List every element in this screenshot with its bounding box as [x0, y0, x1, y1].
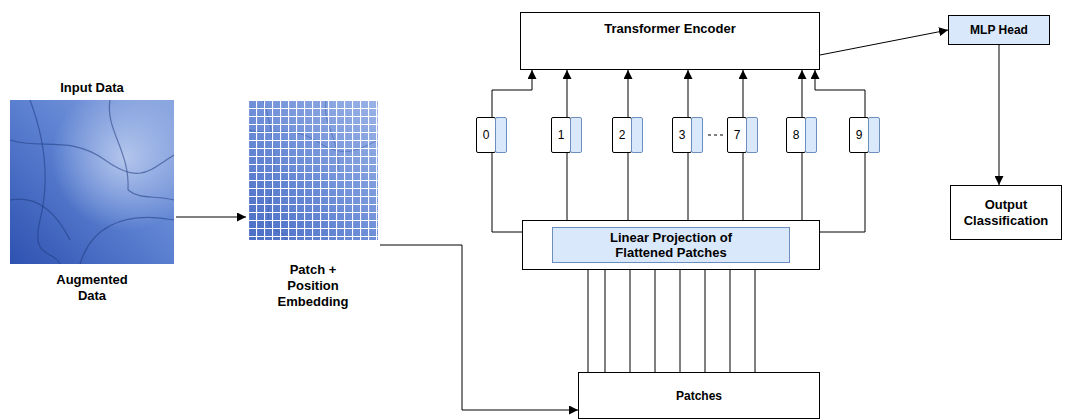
node-label: MLP Head [970, 22, 1028, 38]
image-highlight [10, 100, 174, 264]
connector-arrow [688, 70, 689, 117]
connector-arrow [567, 70, 568, 117]
embedding-bar [691, 117, 703, 153]
token-index: 0 [476, 117, 496, 153]
connector-arrow [999, 45, 1000, 185]
token-embedding: 0 [476, 117, 508, 153]
token-index: 9 [849, 117, 869, 153]
grid-texture [248, 100, 378, 240]
patch-grid-panel: Patch + Position Embedding [246, 100, 380, 310]
connector-line [802, 153, 803, 220]
node-label: Linear Projection of Flattened Patches [552, 227, 790, 263]
embedding-bar [805, 117, 817, 153]
token-embedding: 8 [786, 117, 818, 153]
grid-lines [248, 100, 378, 240]
token-embedding: 2 [612, 117, 644, 153]
token-index: 3 [672, 117, 692, 153]
connector-arrow [176, 217, 246, 218]
encoder-box: Transformer Encoder [520, 12, 820, 70]
token-index: 8 [786, 117, 806, 153]
node-label: Input Data [8, 80, 176, 96]
embedding-bar [631, 117, 643, 153]
connector-arrow [492, 70, 532, 117]
connector-line [628, 153, 629, 220]
node-label: Transformer Encoder [604, 21, 736, 37]
connector-arrow [802, 70, 803, 117]
patch-feed-lines [605, 270, 755, 372]
input-image-panel: Input DataAugmented Data [8, 80, 176, 304]
token-index: 1 [551, 117, 571, 153]
connector-line [688, 153, 689, 220]
embedding-bar [495, 117, 507, 153]
connector-arrow [743, 70, 744, 117]
token-embedding: 1 [551, 117, 583, 153]
node-label: Augmented Data [47, 272, 137, 304]
connector-line [743, 153, 744, 220]
connector-arrow [628, 70, 629, 117]
grid-ground [248, 100, 378, 240]
token-embedding: 3 [672, 117, 704, 153]
token-index: 2 [612, 117, 632, 153]
token-embedding: 7 [727, 117, 759, 153]
connector-line [588, 270, 589, 372]
node-label: Patch + Position Embedding [268, 262, 358, 310]
token-index: 7 [727, 117, 747, 153]
patches-box: Patches [578, 372, 820, 419]
image-ground [10, 100, 174, 264]
embedding-bar [570, 117, 582, 153]
token-embedding: 9 [849, 117, 881, 153]
image-texture [10, 100, 174, 264]
node-label: Patches [676, 388, 722, 404]
embedding-bar [868, 117, 880, 153]
node-label: Output Classification [957, 197, 1055, 229]
ellipsis-dash [708, 135, 724, 136]
connector-line [820, 153, 865, 232]
connector-line [567, 153, 568, 220]
input-image [10, 100, 174, 264]
connector-arrow [815, 70, 865, 117]
output-box: Output Classification [950, 185, 1062, 240]
head-box: MLP Head [948, 15, 1050, 45]
patch-grid-image [248, 100, 378, 240]
connector-line [492, 153, 522, 232]
projection-box: Linear Projection of Flattened Patches [522, 220, 820, 270]
connector-arrow [820, 30, 948, 55]
embedding-bar [746, 117, 758, 153]
